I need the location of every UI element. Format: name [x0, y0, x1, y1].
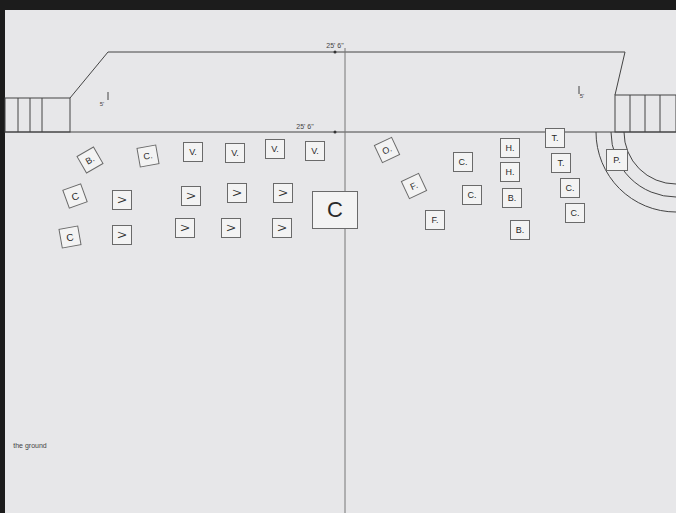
seat-label: V. [311, 146, 319, 156]
seat-box: V. [225, 143, 245, 163]
seat-box: V [112, 190, 132, 210]
seat-box: C [58, 225, 81, 248]
seat-label: C. [459, 157, 468, 167]
seat-box: B. [510, 220, 530, 240]
seat-box: C. [453, 152, 473, 172]
seat-label: V. [231, 148, 239, 158]
stage-side [615, 52, 625, 95]
seat-box: V [181, 186, 201, 206]
seat-box: V [273, 183, 293, 203]
seat-label: F. [409, 180, 420, 192]
seat-label: P. [613, 155, 620, 165]
seat-box: C [312, 191, 358, 229]
seat-label: T. [557, 158, 564, 168]
stage-side [70, 52, 108, 98]
seat-box: V [221, 218, 241, 238]
tick [579, 86, 580, 94]
seat-box: C. [136, 144, 159, 167]
dimension: 25' 6" [326, 42, 343, 49]
seat-label: C. [143, 150, 154, 161]
seat-box: F. [425, 210, 445, 230]
seat-label: V [117, 232, 128, 239]
dimension: 25' 6" [296, 123, 313, 130]
seat-label: V [226, 225, 237, 232]
seat-label: F. [431, 215, 438, 225]
stage-back-edge [108, 52, 625, 53]
dimension: 5' [100, 101, 104, 107]
seat-box: V [227, 183, 247, 203]
seat-label: C. [468, 190, 477, 200]
seat-label: T. [551, 133, 558, 143]
seat-label: C [70, 190, 81, 203]
stairs [5, 98, 70, 132]
seat-label: V [180, 225, 191, 232]
seat-label: C [65, 231, 74, 243]
seat-label: O. [381, 143, 394, 156]
seat-label: V [278, 190, 289, 197]
seat-box: T. [551, 153, 571, 173]
center-line [345, 48, 346, 513]
paper [5, 10, 676, 513]
seat-box: B. [502, 188, 522, 208]
seat-label: H. [506, 167, 515, 177]
note: the ground [13, 442, 46, 449]
seat-box: V. [183, 142, 203, 162]
seat-box: V [112, 225, 132, 245]
seat-box: C. [565, 203, 585, 223]
seat-label: B. [84, 154, 96, 167]
seat-label: C. [571, 208, 580, 218]
seat-label: V [117, 197, 128, 204]
dimension: 5' [580, 93, 584, 99]
seat-box: H. [500, 138, 520, 158]
seat-label: C [327, 197, 343, 223]
stairs [615, 95, 676, 132]
arc [596, 132, 676, 212]
seat-label: V. [271, 144, 279, 154]
seat-label: B. [516, 225, 525, 235]
seat-box: C. [560, 178, 580, 198]
seat-box: V. [265, 139, 285, 159]
seat-box: H. [500, 162, 520, 182]
seat-label: V [277, 225, 288, 232]
tick [108, 92, 109, 100]
seat-label: H. [506, 143, 515, 153]
seat-box: T. [545, 128, 565, 148]
seat-box: V. [305, 141, 325, 161]
seat-label: V [186, 193, 197, 200]
seat-label: V [232, 190, 243, 197]
seat-box: C. [462, 185, 482, 205]
seat-box: V [272, 218, 292, 238]
seat-label: C. [566, 183, 575, 193]
stage-front-edge [5, 132, 676, 133]
seat-box: V [175, 218, 195, 238]
seat-label: B. [508, 193, 517, 203]
arc [624, 132, 676, 184]
seat-label: V. [189, 147, 197, 157]
seat-box: P. [606, 149, 628, 171]
